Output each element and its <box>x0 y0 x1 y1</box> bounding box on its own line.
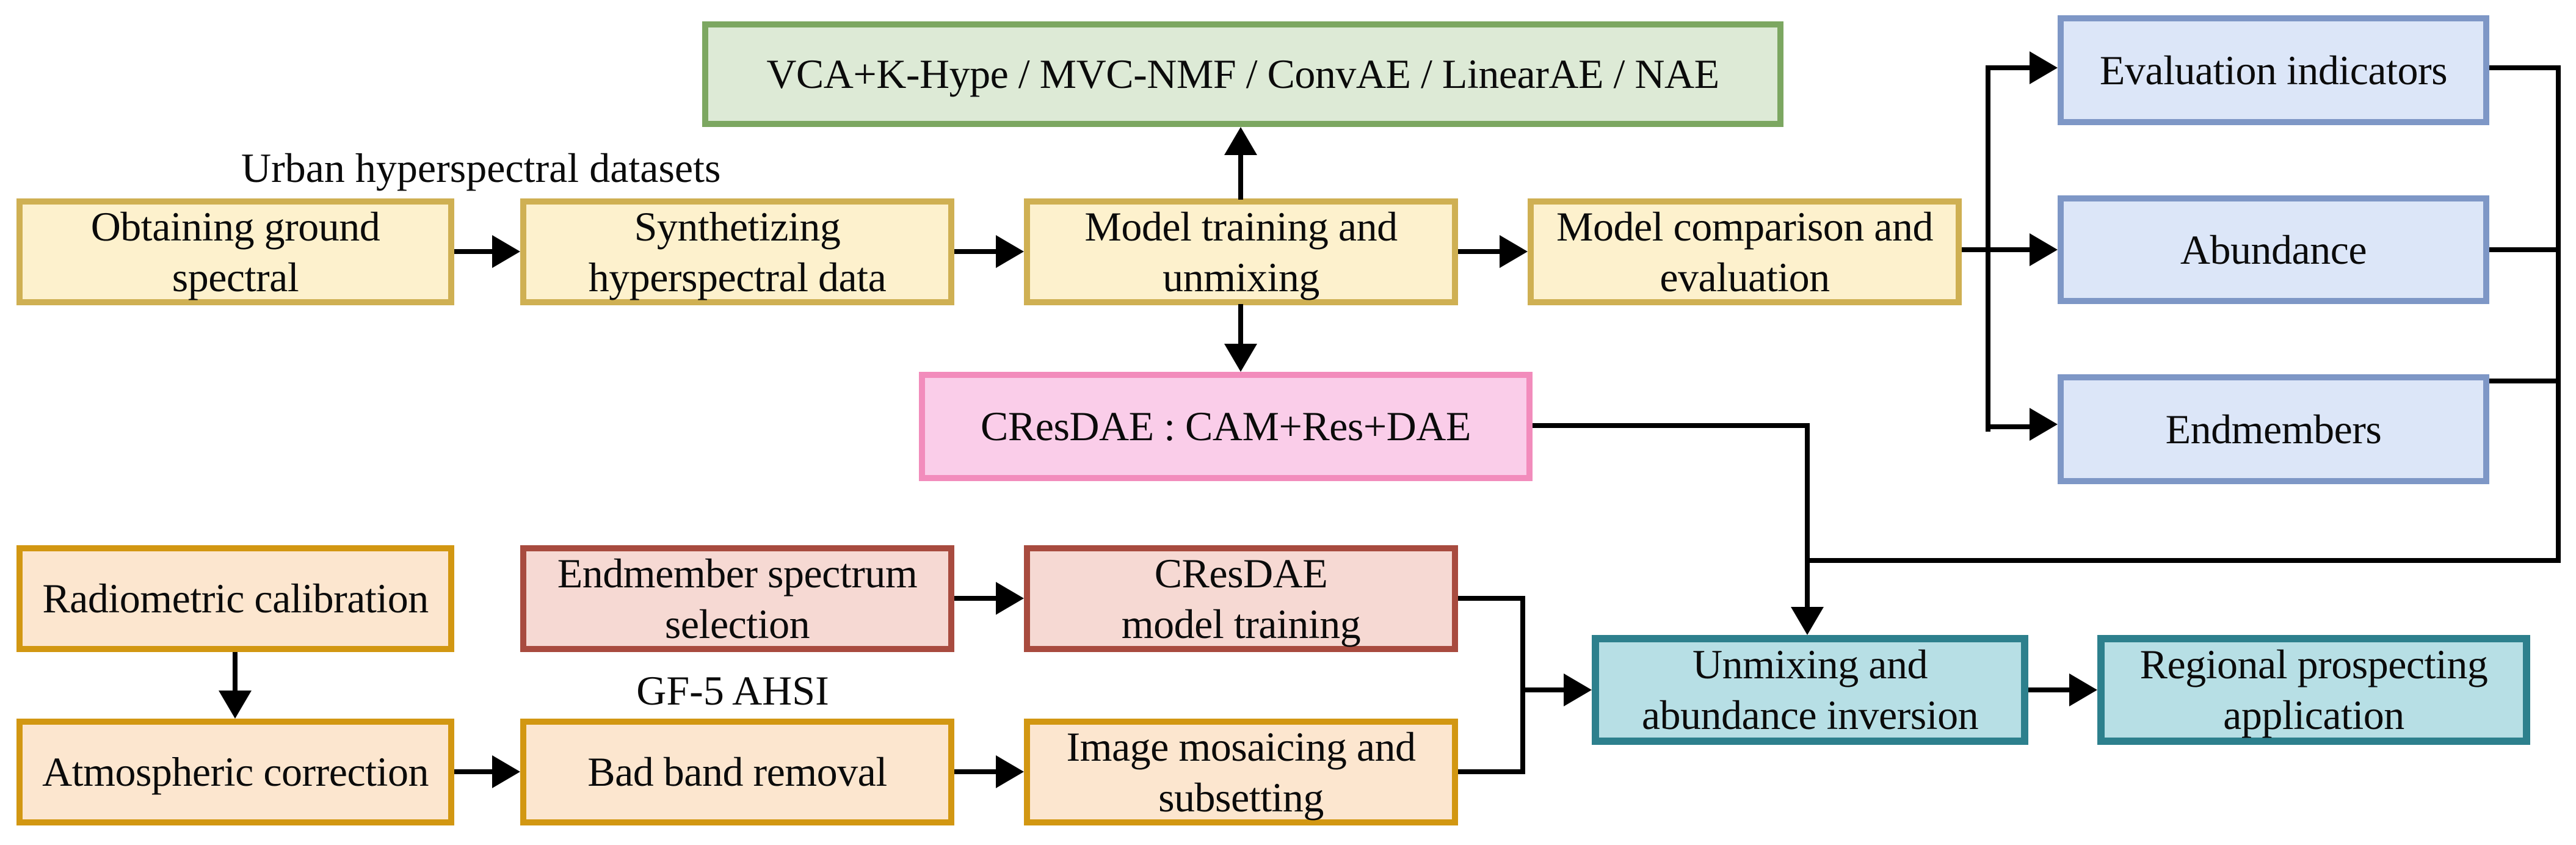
connector-branch-vertical <box>1986 68 1990 432</box>
node-endmember-spectrum-selection: Endmember spectrum selection <box>520 545 954 652</box>
connector-badband-to-mosaicing <box>954 769 997 774</box>
arrowhead-to-unmixing-left <box>1564 673 1592 706</box>
arrowhead-to-methods <box>1224 127 1257 155</box>
arrowhead-to-synthetizing <box>492 235 520 268</box>
node-unmixing-and-abundance-inversion: Unmixing and abundance inversion <box>1592 635 2028 745</box>
arrowhead-to-model-training <box>996 235 1024 268</box>
node-bad-band-removal: Bad band removal <box>520 719 954 825</box>
label-gf5-ahsi: GF-5 AHSI <box>636 667 829 714</box>
connector-branch-to-evaluation <box>1986 65 2034 70</box>
node-obtaining-ground-spectral: Obtaining ground spectral <box>16 198 454 305</box>
connector-training-out <box>1458 596 1525 601</box>
node-endmembers: Endmembers <box>2058 374 2489 484</box>
connector-unmixing-to-regional <box>2028 687 2071 692</box>
connector-comparison-to-abundance <box>1962 247 2034 252</box>
connector-rail-to-unmixing <box>1805 558 2561 563</box>
connector-cresdae-out <box>1533 423 1810 428</box>
node-cresdae: CResDAE : CAM+Res+DAE <box>919 372 1533 481</box>
node-image-mosaicing-and-subsetting: Image mosaicing and subsetting <box>1024 719 1458 825</box>
arrowhead-to-unmixing-top <box>1791 607 1824 635</box>
arrowhead-to-bad-band <box>492 755 520 788</box>
connector-synthetizing-to-model-training <box>954 249 997 254</box>
arrowhead-to-atmospheric <box>219 691 252 719</box>
connector-endmembers-out <box>2489 379 2561 383</box>
node-radiometric-calibration: Radiometric calibration <box>16 545 454 652</box>
connector-model-training-to-comparison <box>1458 249 1501 254</box>
connector-merge-vertical <box>1520 596 1525 774</box>
connector-merge-to-unmixing <box>1520 687 1566 692</box>
arrowhead-to-cresdae-training <box>996 582 1024 615</box>
node-abundance: Abundance <box>2058 195 2489 304</box>
arrowhead-to-model-comparison <box>1500 235 1528 268</box>
node-model-training-and-unmixing: Model training and unmixing <box>1024 198 1458 305</box>
node-cresdae-model-training: CResDAE model training <box>1024 545 1458 652</box>
connector-mosaicing-out <box>1458 769 1525 774</box>
connector-evaluation-out <box>2489 65 2561 70</box>
label-urban-datasets: Urban hyperspectral datasets <box>241 145 721 191</box>
node-regional-prospecting-application: Regional prospecting application <box>2097 635 2530 745</box>
connector-radiometric-to-atmospheric <box>233 652 238 692</box>
connector-obtaining-to-synthetizing <box>454 249 495 254</box>
node-synthetizing-hyperspectral-data: Synthetizing hyperspectral data <box>520 198 954 305</box>
connector-model-training-to-cresdae <box>1238 304 1243 346</box>
arrowhead-to-endmembers <box>2030 408 2058 441</box>
connector-abundance-out <box>2489 247 2561 252</box>
node-evaluation-indicators: Evaluation indicators <box>2058 15 2489 125</box>
connector-right-rail <box>2556 65 2561 563</box>
connector-branch-to-endmembers <box>1986 424 2034 429</box>
node-atmospheric-correction: Atmospheric correction <box>16 719 454 825</box>
arrowhead-to-evaluation-indicators <box>2030 51 2058 84</box>
arrowhead-to-cresdae <box>1224 344 1257 372</box>
connector-cresdae-down <box>1805 423 1810 608</box>
connector-model-training-to-methods <box>1238 154 1243 200</box>
connector-selection-to-training <box>954 596 997 601</box>
connector-atmospheric-to-badband <box>454 769 495 774</box>
node-model-comparison-and-evaluation: Model comparison and evaluation <box>1528 198 1962 305</box>
arrowhead-to-abundance <box>2030 233 2058 266</box>
arrowhead-to-mosaicing <box>996 755 1024 788</box>
arrowhead-to-regional <box>2069 673 2097 706</box>
node-methods: VCA+K-Hype / MVC-NMF / ConvAE / LinearAE… <box>702 21 1783 127</box>
